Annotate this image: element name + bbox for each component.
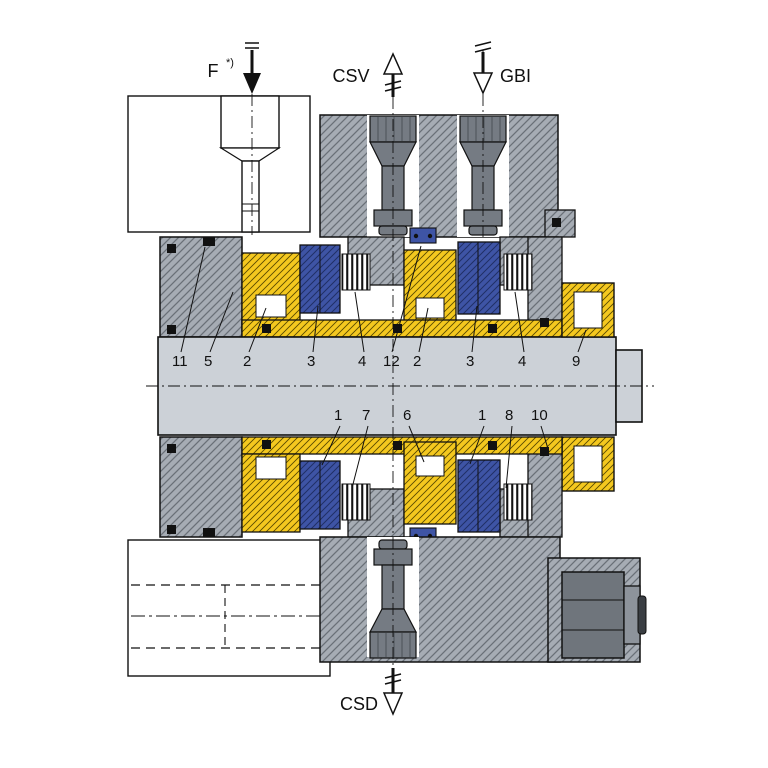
o-ring: [262, 324, 271, 333]
pipe-box: [127, 539, 352, 677]
spring-lower-right: [503, 483, 533, 521]
seal-sleeve-lower-center: [403, 441, 457, 525]
callout-1a: 1: [334, 407, 342, 424]
double-tick-icon: [384, 80, 402, 86]
lower-housing: [319, 536, 647, 663]
arrow-down-icon: [382, 692, 404, 716]
csd-arrow: CSD: [340, 668, 404, 716]
pin: [203, 237, 215, 246]
seal-sleeve-upper-left: [241, 252, 301, 332]
o-ring: [540, 447, 549, 456]
callouts-upper: 11 5 2 3 4 12 2 3 4 9: [172, 353, 580, 370]
double-tick-icon: [474, 41, 492, 47]
o-ring: [167, 325, 176, 334]
pumping-ring: [409, 227, 437, 244]
collar-upper: [561, 282, 615, 338]
spring-upper-right: [503, 253, 533, 291]
callout-4a: 4: [358, 353, 366, 370]
spring-upper-left: [341, 253, 371, 291]
leader-lines: [180, 245, 587, 489]
o-ring: [393, 441, 402, 450]
o-ring: [262, 440, 271, 449]
arrow-down-icon: [472, 72, 494, 95]
callouts-lower: 1 7 6 1 8 10: [334, 407, 548, 424]
spring-lower-left: [341, 483, 371, 521]
plunger-head: [220, 95, 280, 149]
pin: [203, 528, 215, 537]
force-note-label: *): [226, 57, 234, 69]
callout-12: 12: [383, 353, 400, 370]
callout-3b: 3: [466, 353, 474, 370]
o-ring: [488, 324, 497, 333]
callout-2a: 2: [243, 353, 251, 370]
callout-6: 6: [403, 407, 411, 424]
gland-plate-left-upper: [159, 236, 243, 338]
callout-3a: 3: [307, 353, 315, 370]
callout-2b: 2: [413, 353, 421, 370]
arrow-up-icon: [382, 52, 404, 75]
callout-9: 9: [572, 353, 580, 370]
lower-seal-cavity: [159, 436, 563, 544]
o-ring: [488, 441, 497, 450]
o-ring: [552, 218, 561, 227]
csv-label: CSV: [332, 66, 369, 86]
seal-face-upper-right: [457, 241, 501, 315]
callout-5: 5: [204, 353, 212, 370]
o-ring: [167, 525, 176, 534]
callout-11: 11: [172, 353, 188, 370]
gland-plate-left-lower: [159, 436, 243, 538]
callout-7: 7: [362, 407, 370, 424]
o-ring: [393, 324, 402, 333]
csd-label: CSD: [340, 694, 378, 714]
actuator-box: [127, 95, 311, 233]
plunger-stem: [241, 160, 260, 233]
o-ring: [167, 244, 176, 253]
callout-10: 10: [531, 407, 548, 424]
gbi-arrow: GBI: [472, 41, 531, 95]
arrow-down-icon: [243, 73, 261, 94]
force-arrow: F *): [208, 42, 261, 94]
callout-4b: 4: [518, 353, 526, 370]
callout-8: 8: [505, 407, 513, 424]
o-ring: [540, 318, 549, 327]
gbi-label: GBI: [500, 66, 531, 86]
hex-bolt: [561, 571, 647, 659]
double-tick-icon: [384, 673, 402, 679]
collar-lower: [561, 436, 615, 492]
csv-arrow: CSV: [332, 52, 404, 97]
upper-housing: [319, 114, 576, 238]
seal-face-lower-right: [457, 459, 501, 533]
upper-seal-cavity: [159, 227, 563, 338]
o-ring: [167, 444, 176, 453]
callout-1b: 1: [478, 407, 486, 424]
force-label: F: [208, 61, 219, 81]
